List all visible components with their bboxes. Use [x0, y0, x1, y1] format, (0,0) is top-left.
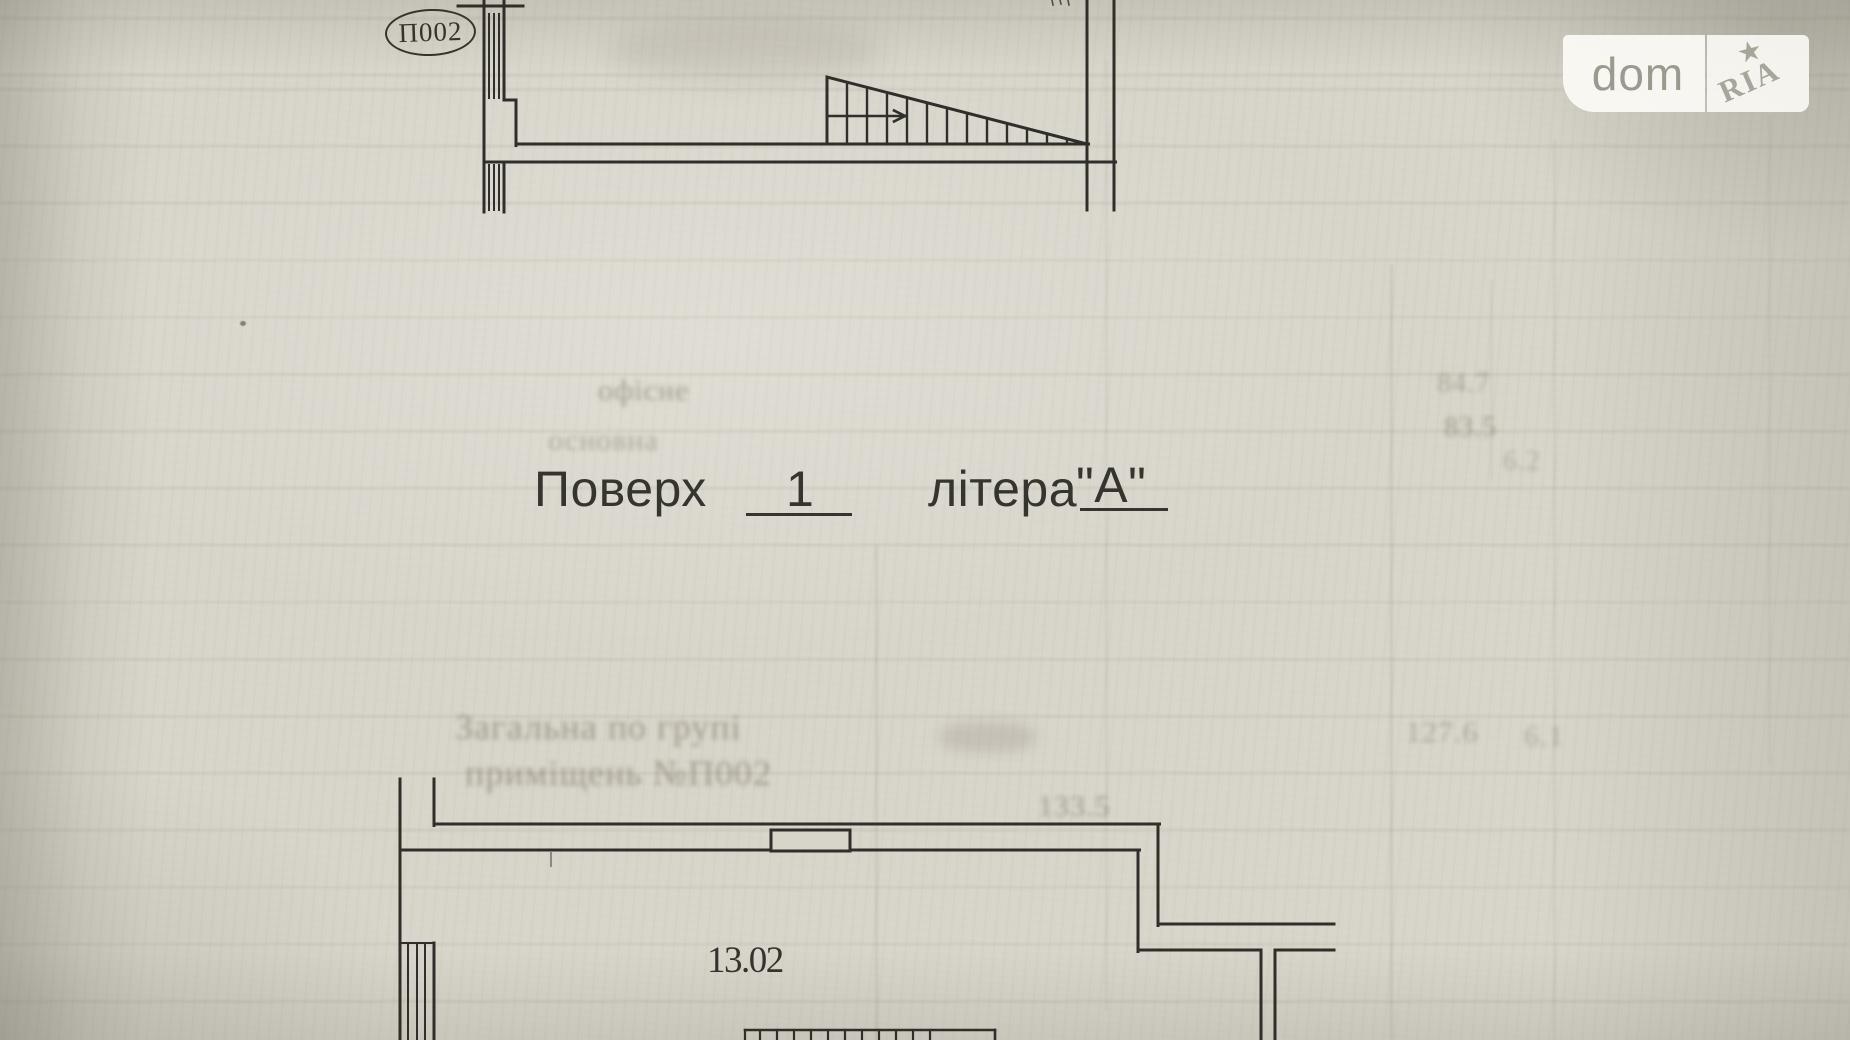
stair-direction-arrow: [827, 108, 907, 124]
ghost-table-column-line: [1105, 60, 1108, 1010]
dom-logo-label: dom: [1591, 47, 1685, 100]
ghost-table-column-line: [875, 545, 878, 1040]
letter-word: літера: [928, 461, 1078, 517]
ghost-text: 133.5: [1038, 790, 1111, 823]
ghost-table-column-line: [1553, 140, 1556, 1040]
ria-logo-tile: ★ RIA: [1707, 33, 1809, 112]
window-hatch-lower: [488, 164, 500, 211]
photo-shadow-right: [1550, 0, 1850, 1040]
floor-number: 1: [786, 461, 815, 517]
paper-smudge: [610, 20, 880, 82]
photo-shadow-left: [0, 0, 150, 1040]
photo-shadow-bottom: [0, 950, 1850, 1040]
dom-logo-tile: dom: [1563, 35, 1705, 112]
photo-shadow-corner2: [0, 740, 430, 1040]
floor-number-underline: [746, 513, 852, 516]
ghost-text: 127.6: [1406, 716, 1479, 749]
ria-logo-label: RIA: [1713, 51, 1786, 110]
letter-underline: [1080, 508, 1168, 511]
photo-shadow-top: [0, 0, 1850, 70]
ghost-text: 84.7: [1437, 368, 1490, 399]
ghost-table-column-line: [1768, 115, 1771, 765]
letter-value: "А": [1076, 457, 1147, 513]
ghost-text: основна: [548, 424, 659, 457]
door-opening: [769, 828, 852, 853]
staircase: [825, 75, 1088, 146]
ghost-text: 6.1: [1524, 720, 1565, 753]
ghost-text: 83.5: [1444, 412, 1497, 443]
ghost-table-column-line: [1390, 265, 1393, 1040]
ghost-smudge: [940, 722, 1035, 752]
wall-step: [502, 98, 518, 147]
stair-outline: [825, 75, 1088, 146]
ghost-text: приміщень №П002: [465, 753, 773, 793]
domria-watermark: dom ★ RIA: [1563, 33, 1809, 112]
ghost-text: Загальна по групі: [455, 707, 742, 747]
ghost-text: офісне: [598, 374, 690, 407]
stair-steps: [845, 80, 1069, 146]
ghost-table-column-line: [1490, 280, 1493, 480]
floor-word: Поверх: [534, 461, 707, 517]
ghost-text: 6.2: [1503, 446, 1541, 477]
paper-speck: [240, 321, 246, 326]
